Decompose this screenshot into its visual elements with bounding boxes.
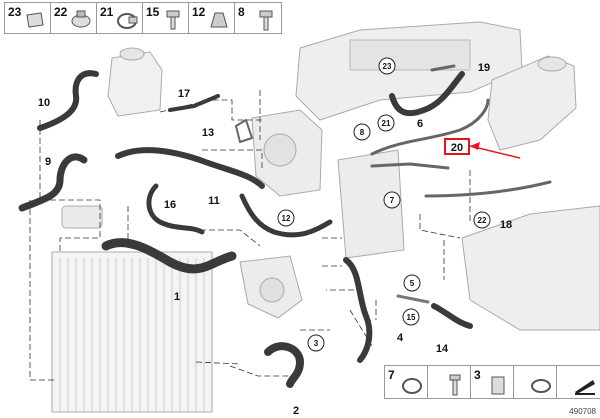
clamp-icon xyxy=(402,378,422,394)
hose-part-19 xyxy=(430,64,456,72)
hose-part-4 xyxy=(343,257,373,363)
callout-6: 6 xyxy=(417,118,423,130)
legend-number: 15 xyxy=(146,5,160,19)
callout-11: 11 xyxy=(208,195,220,207)
legend-number: 21 xyxy=(100,5,114,19)
legend-cell-15: 15 xyxy=(143,3,189,33)
legend-cell-3: 3 xyxy=(471,366,514,398)
legend-number: 7 xyxy=(388,368,395,382)
circled-callout-label: 7 xyxy=(390,196,395,205)
callout-4: 4 xyxy=(397,332,404,344)
valve-left xyxy=(61,205,103,229)
circled-callout-label: 12 xyxy=(282,214,291,223)
spring-clamp-icon xyxy=(491,376,505,395)
legend-number: 23 xyxy=(8,5,22,19)
hex-bolt-icon xyxy=(259,10,273,31)
engine-head xyxy=(295,21,523,121)
callout-13: 13 xyxy=(202,127,214,139)
circled-callout-8: 8 xyxy=(353,123,371,141)
right-tank xyxy=(487,55,577,151)
thermostat-housing xyxy=(239,255,303,319)
circled-callout-21: 21 xyxy=(377,114,395,132)
callout-17: 17 xyxy=(178,88,190,100)
callout-19: 19 xyxy=(478,62,490,74)
expansion-tank xyxy=(107,47,163,117)
bracket-part-13 xyxy=(235,119,253,143)
hose-clip-icon xyxy=(26,12,44,28)
screw-icon xyxy=(449,374,461,396)
legend-cell-12: 12 xyxy=(189,3,235,33)
legend-number: 3 xyxy=(474,368,481,382)
legend-number: 12 xyxy=(192,5,206,19)
document-number: 490708 xyxy=(569,407,596,416)
hose-part-17 xyxy=(168,94,220,112)
collar-screw-icon xyxy=(166,10,180,30)
circled-callout-5: 5 xyxy=(403,274,421,292)
hose-part-16 xyxy=(146,183,205,235)
callout-1: 1 xyxy=(174,291,180,303)
heat-exchanger xyxy=(337,149,405,259)
callout-14: 14 xyxy=(436,343,449,355)
legend-cell-22: 22 xyxy=(51,3,97,33)
hose-clamp-icon xyxy=(531,379,551,393)
highlight-callout-20: 20 xyxy=(444,138,521,159)
band-clamp-icon xyxy=(117,13,138,29)
legend-cell-23: 23 xyxy=(5,3,51,33)
circled-callout-label: 15 xyxy=(407,313,416,322)
arrow-box-icon xyxy=(575,380,595,395)
callout-10: 10 xyxy=(38,97,50,109)
svg-text:20: 20 xyxy=(451,142,463,154)
legend-number: 22 xyxy=(54,5,68,19)
legend-cell-clamp xyxy=(514,366,557,398)
hose-part-11 xyxy=(115,147,265,189)
circled-callout-label: 23 xyxy=(383,62,392,71)
legend-number: 8 xyxy=(238,5,245,19)
circled-callout-label: 5 xyxy=(410,279,415,288)
hose-part-9 xyxy=(18,153,88,212)
hose-clamp-icon xyxy=(71,10,91,28)
circled-callout-7: 7 xyxy=(383,191,401,209)
legend-cell-7: 7 xyxy=(385,366,428,398)
water-pump xyxy=(251,109,323,197)
circled-callout-3: 3 xyxy=(307,334,325,352)
radiator xyxy=(51,251,213,413)
callout-9: 9 xyxy=(45,156,51,168)
callout-2: 2 xyxy=(293,405,299,417)
callout-16: 16 xyxy=(164,199,176,211)
hose-part-23 xyxy=(389,71,465,117)
legend-cell-21: 21 xyxy=(97,3,143,33)
circled-callout-label: 8 xyxy=(360,128,365,137)
circled-callout-12: 12 xyxy=(277,209,295,227)
circled-callout-label: 3 xyxy=(314,339,319,348)
circled-callout-label: 21 xyxy=(382,119,391,128)
legend-top: 23 22 21 15 12 8 xyxy=(4,2,282,34)
circled-callout-15: 15 xyxy=(402,308,420,326)
circled-callout-22: 22 xyxy=(473,211,491,229)
hose-part-2 xyxy=(264,342,304,388)
engine-block xyxy=(461,205,600,331)
hose-part-10 xyxy=(37,70,99,131)
circled-callout-23: 23 xyxy=(378,57,396,75)
hose-part-14 xyxy=(431,303,473,329)
hose-part-6 xyxy=(370,98,490,156)
legend-cell-screw xyxy=(428,366,471,398)
callout-18: 18 xyxy=(500,219,512,231)
holder-clip-icon xyxy=(210,12,228,28)
circled-callout-label: 22 xyxy=(478,216,487,225)
hose-part-18 xyxy=(424,180,552,198)
legend-cell-8: 8 xyxy=(235,3,281,33)
hose-part-1 xyxy=(101,238,237,274)
legend-bottom: 7 3 xyxy=(384,365,600,399)
legend-cell-arrow xyxy=(557,366,600,398)
